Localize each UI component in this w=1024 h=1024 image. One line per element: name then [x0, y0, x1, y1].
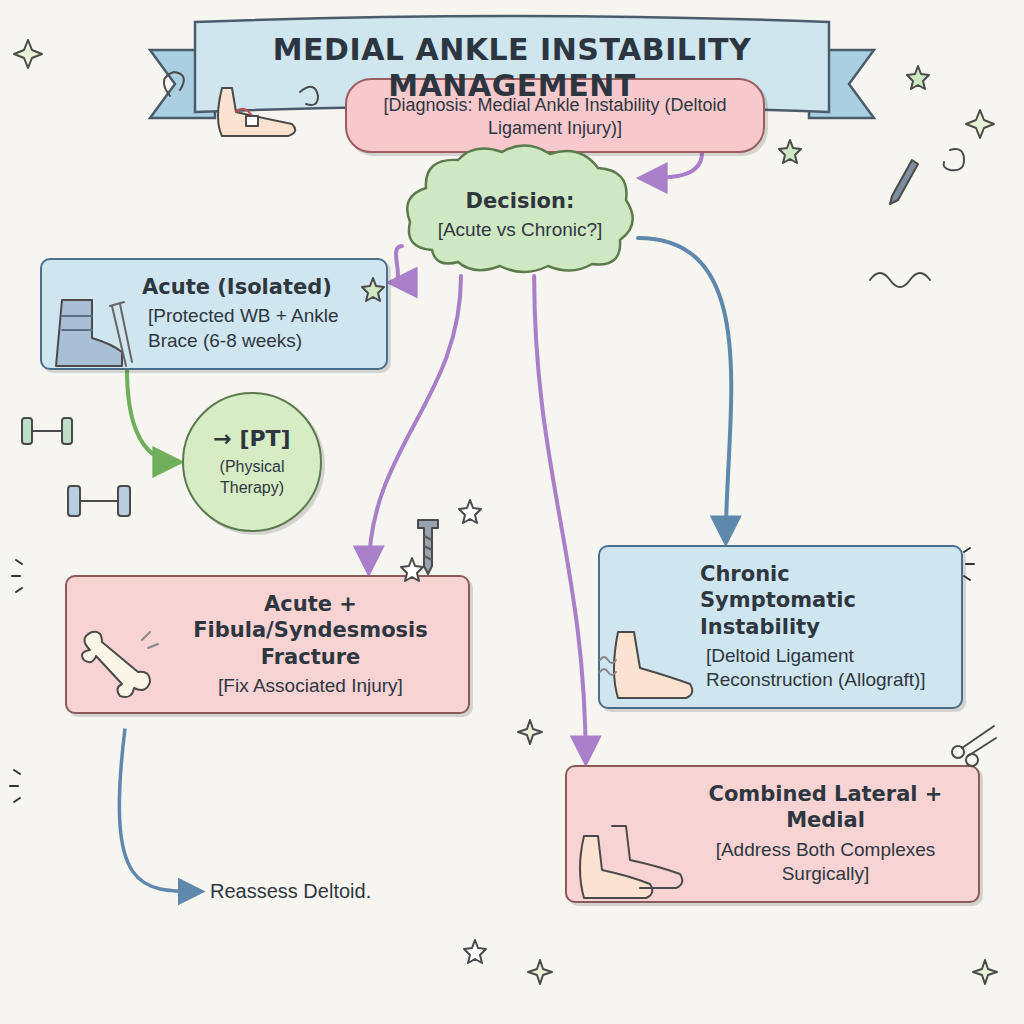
circle-heading: → [PT] [194, 425, 310, 453]
foot-icon [218, 87, 318, 136]
box-body: [Deltoid Ligament Reconstruction (Allogr… [700, 644, 947, 693]
box-heading: Combined Lateral + Medial [687, 781, 964, 834]
decision-cloud: Decision: [Acute vs Chronic?] [402, 140, 638, 276]
decision-question: [Acute vs Chronic?] [432, 218, 608, 243]
decision-heading: Decision: [432, 188, 608, 214]
box-body: [Fix Associated Injury] [167, 674, 454, 699]
bone-icon [82, 632, 158, 697]
sparkle [10, 40, 997, 984]
box-heading: Acute (Isolated) [142, 274, 372, 300]
flow-arrow [534, 276, 586, 761]
ankle-brace-icon [56, 300, 132, 366]
box-heading: Acute + Fibula/Syndesmosis Fracture [167, 591, 454, 670]
box-heading: Chronic Symptomatic Instability [700, 561, 947, 640]
note-label: Reassess Deltoid. [210, 880, 371, 903]
diagnosis-label: [Diagnosis: Medial Ankle Instability (De… [369, 94, 741, 141]
foot-icon [600, 632, 692, 698]
pen-icon [890, 149, 964, 204]
flow-arrow [638, 238, 731, 541]
title: MEDIAL ANKLE INSTABILITY MANAGEMENT [200, 32, 824, 104]
step-circle: → [PT] (Physical Therapy) [182, 392, 322, 532]
scissors-icon [952, 726, 996, 766]
flow-arrow [127, 370, 178, 462]
dumbbell-icon [22, 418, 130, 516]
box-body: [Address Both Complexes Surgically] [687, 838, 964, 887]
leader-arrow [119, 728, 200, 891]
box-body: [Protected WB + Ankle Brace (6-8 weeks) [142, 304, 372, 353]
flow-arrow [392, 246, 402, 282]
flow-arrow [642, 153, 702, 178]
circle-body: (Physical Therapy) [194, 457, 310, 499]
swirl [164, 72, 930, 287]
feet-icon [580, 826, 682, 898]
